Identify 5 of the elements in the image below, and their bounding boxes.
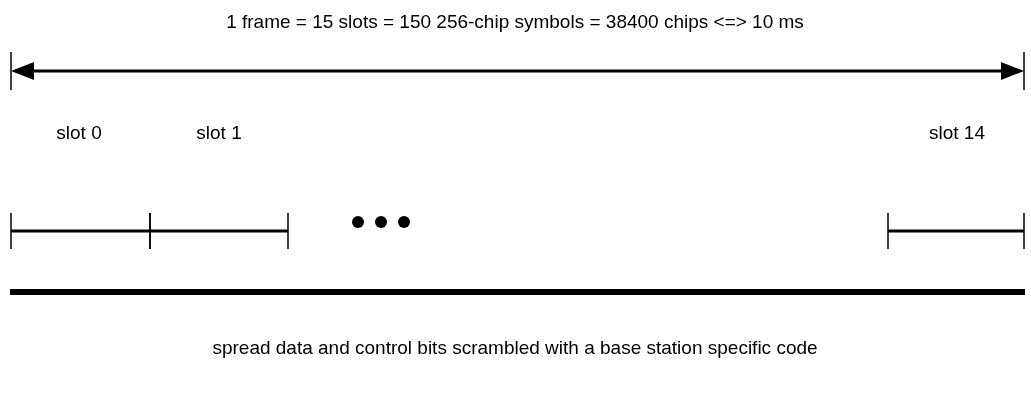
caption-text: spread data and control bits scrambled with a base station specific code (212, 336, 818, 360)
slot-label: slot 0 (56, 121, 102, 145)
slot-label: slot 14 (929, 121, 985, 145)
slot-label: slot 1 (196, 121, 242, 145)
dimension-label: 1 frame = 15 slots = 150 256-chip symbols = 38400 chips <=> 10 ms (226, 10, 804, 34)
